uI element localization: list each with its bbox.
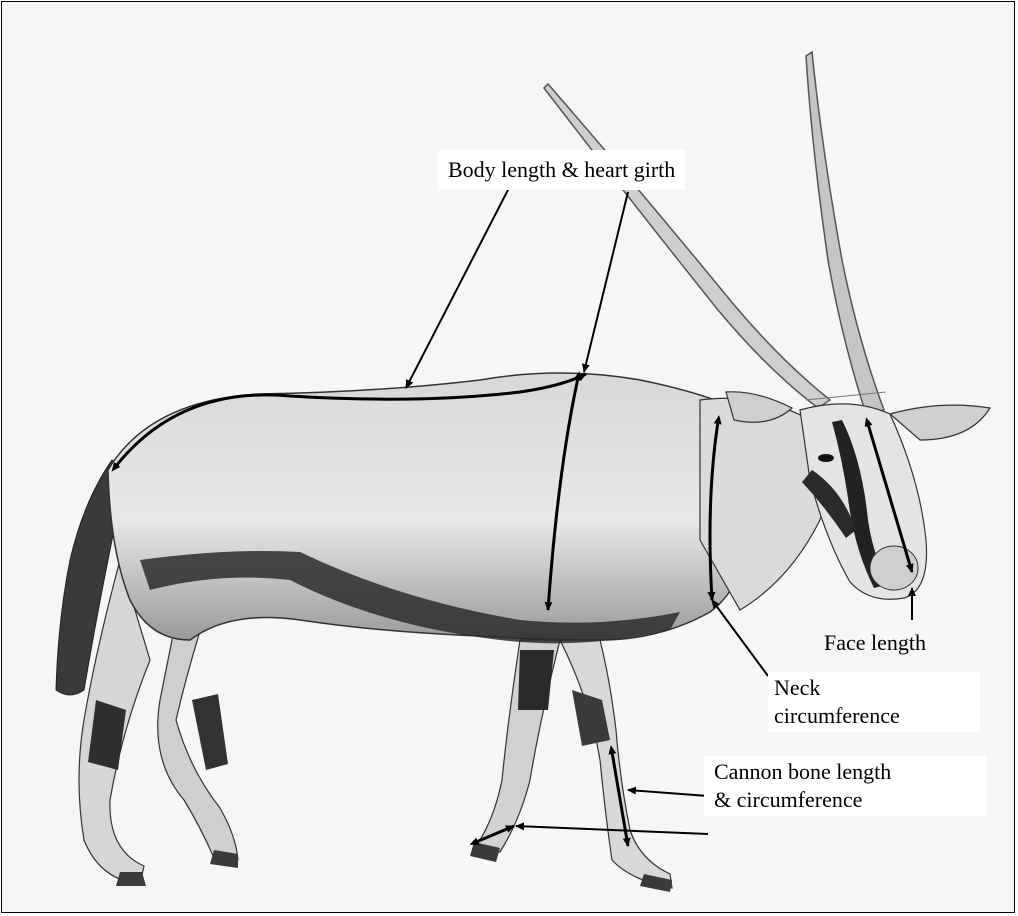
oryx-body [108,373,753,640]
horns [544,52,886,414]
right-ear [890,405,990,440]
label-cannon-line-1: Cannon bone length [714,758,976,786]
label-neck-line-1: Neck [774,674,974,702]
fore-legs [476,640,672,888]
hooves [116,842,672,892]
eye [818,454,834,462]
right-horn [806,52,884,414]
leader-cannon-length [628,790,708,796]
leader-body-length [406,186,510,388]
label-cannon-line-2: & circumference [714,786,976,814]
label-face-length: Face length [818,627,932,659]
label-body-length-heart-girth: Body length & heart girth [438,150,685,190]
label-neck-line-2: circumference [774,702,974,730]
leader-neck [712,600,768,676]
leader-heart-girth [584,192,628,372]
label-neck-circumference: Neck circumference [768,672,980,732]
label-cannon-bone: Cannon bone length & circumference [704,756,986,816]
